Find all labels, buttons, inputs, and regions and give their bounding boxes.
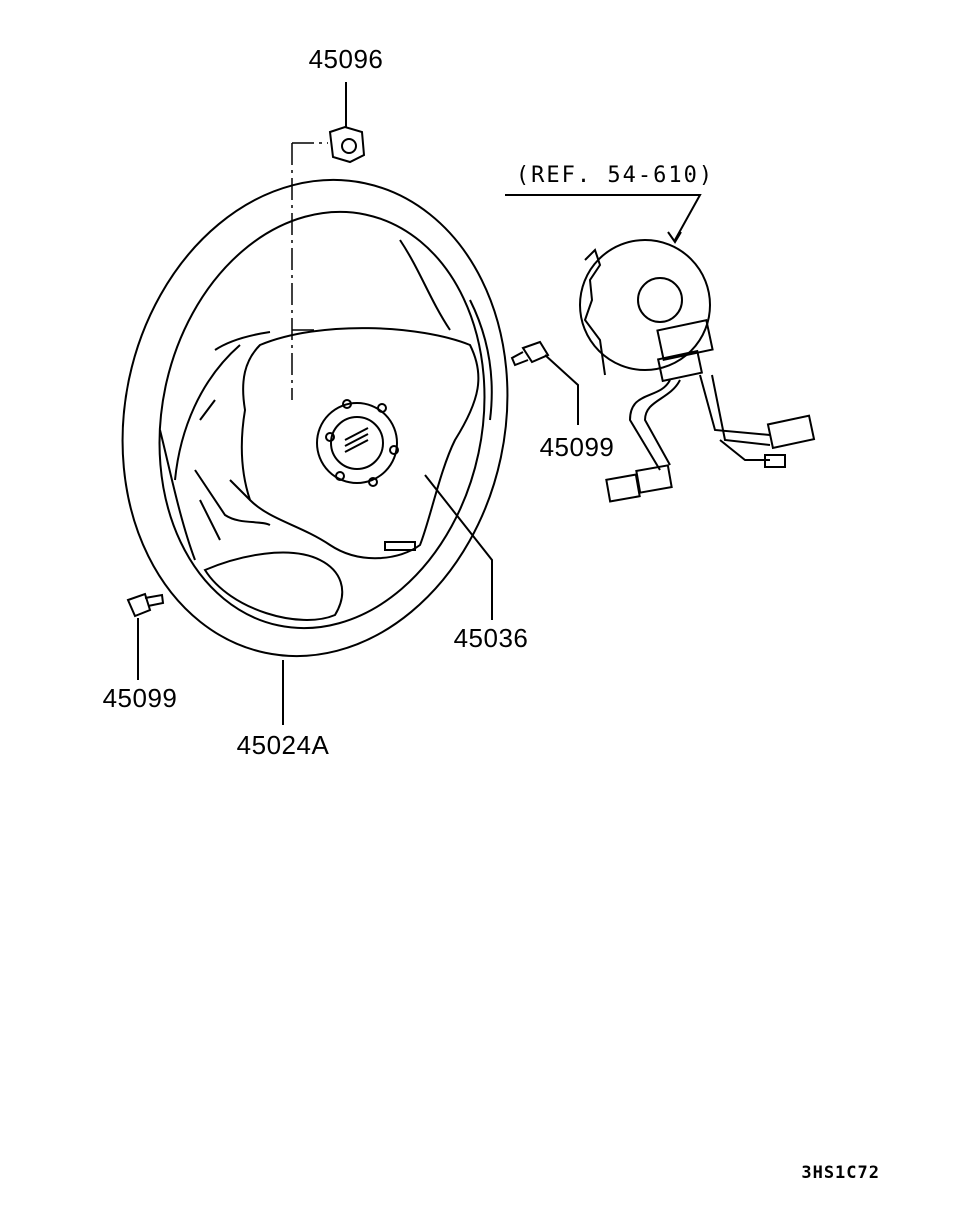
label-45099-left: 45099 (102, 683, 178, 713)
label-45036: 45036 (453, 623, 529, 653)
label-ref-54-610: (REF. 54-610) (515, 163, 715, 188)
clock-spring (579, 239, 816, 503)
drawing-code: 3HS1C72 (801, 1163, 880, 1183)
airbag-module (194, 327, 480, 560)
bolt-right (510, 340, 550, 367)
label-45099-right: 45099 (539, 432, 615, 462)
label-45096: 45096 (308, 44, 384, 74)
bolt-left (126, 592, 165, 618)
label-45024a: 45024A (236, 730, 330, 760)
nut-45096 (328, 125, 366, 164)
steering-wheel (121, 178, 509, 658)
